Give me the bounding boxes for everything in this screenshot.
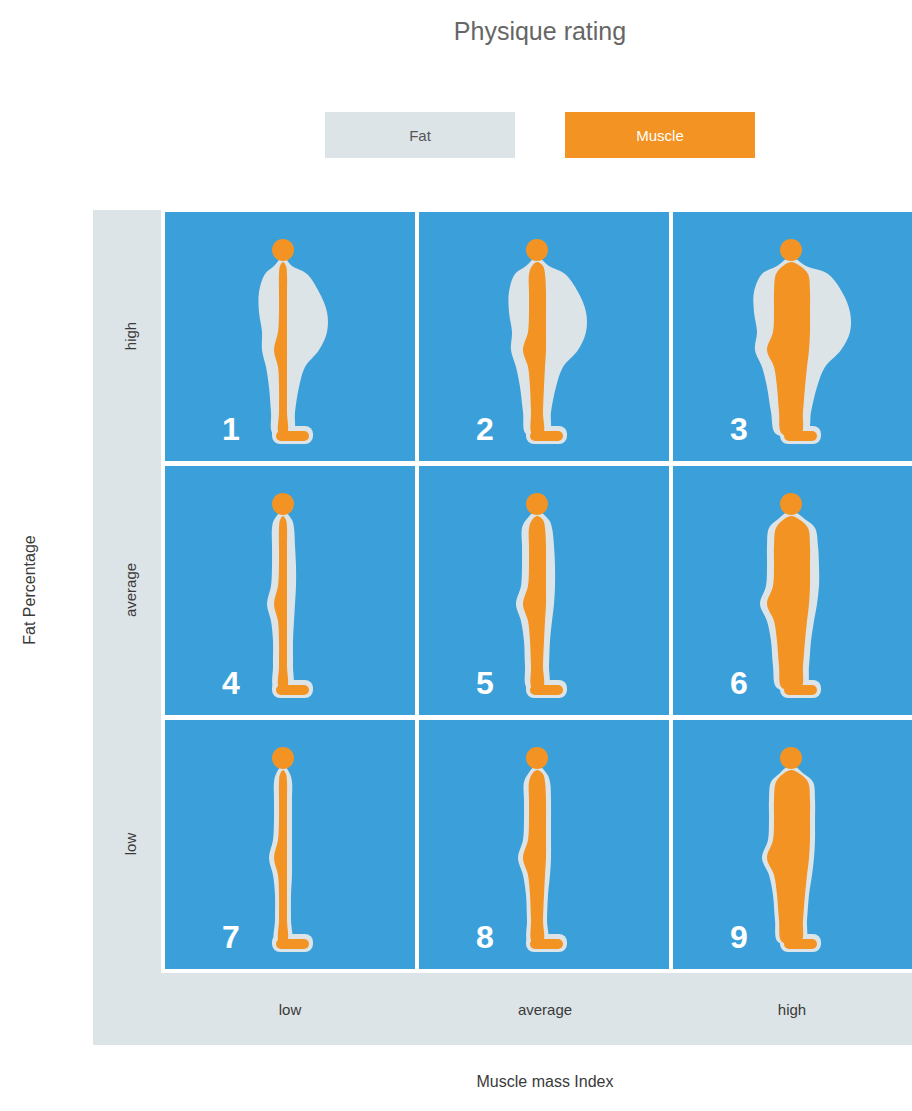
muscle-foot: [530, 431, 563, 441]
fat-outline: [762, 765, 815, 945]
axis-title: Fat Percentage: [21, 535, 39, 644]
label-wrap: average: [122, 563, 139, 617]
muscle-body: [767, 770, 810, 944]
muscle-foot: [276, 431, 309, 441]
rating-cell: 8: [419, 720, 669, 969]
fat-outline: [269, 765, 293, 944]
rating-cell: 1: [165, 212, 415, 461]
rating-cell: 4: [165, 466, 415, 715]
legend-label: Muscle: [636, 127, 684, 144]
fat-outline: [760, 511, 819, 691]
muscle-body: [767, 516, 810, 690]
muscle-body: [767, 262, 810, 436]
physique-figure: [673, 720, 912, 969]
muscle-body: [274, 262, 288, 435]
grid-frame: [161, 208, 912, 973]
label-wrap: high: [122, 322, 139, 350]
callout-number: 6: [730, 667, 748, 699]
figure-head: [780, 239, 802, 261]
figure-head: [526, 493, 548, 515]
label-wrap: high: [778, 1001, 806, 1018]
muscle-foot: [784, 939, 817, 949]
physique-figure: [165, 466, 415, 715]
column-label: low: [279, 1001, 302, 1018]
legend-label: Fat: [409, 127, 431, 144]
figure-head: [272, 747, 294, 769]
row-label: low: [122, 833, 139, 856]
callout-number: 1: [222, 413, 240, 445]
callout-number: 9: [730, 921, 748, 953]
callout-number: 5: [476, 667, 494, 699]
legend-swatch: Fat: [325, 112, 515, 158]
axis-title: Muscle mass Index: [477, 1073, 614, 1091]
muscle-foot: [784, 431, 817, 441]
physique-figure: [673, 212, 912, 461]
title-wrap: Physique rating: [454, 17, 626, 46]
muscle-foot: [530, 685, 563, 695]
label-wrap: Fat Percentage: [21, 535, 39, 644]
rating-cell: 9: [673, 720, 912, 969]
muscle-foot: [530, 939, 563, 949]
rating-cell: 5: [419, 466, 669, 715]
legend-swatch: Muscle: [565, 112, 755, 158]
rating-cell: 3: [673, 212, 912, 461]
column-label: high: [778, 1001, 806, 1018]
muscle-body: [523, 770, 546, 944]
fat-outline: [516, 511, 555, 691]
callout-number: 2: [476, 413, 494, 445]
physique-figure: [673, 466, 912, 715]
figure-head: [272, 239, 294, 261]
figure-head: [526, 747, 548, 769]
muscle-foot: [276, 685, 309, 695]
label-wrap: average: [518, 1001, 572, 1018]
label-wrap: Muscle mass Index: [477, 1073, 614, 1091]
label-wrap: low: [279, 1001, 302, 1018]
column-label: average: [518, 1001, 572, 1018]
physique-figure: [419, 212, 669, 461]
callout-number: 7: [222, 921, 240, 953]
row-label: high: [122, 322, 139, 350]
physique-figure: [419, 466, 669, 715]
figure-head: [526, 239, 548, 261]
grid-panel: [93, 210, 912, 1045]
rating-cell: 6: [673, 466, 912, 715]
figure-head: [780, 747, 802, 769]
fat-outline: [258, 257, 328, 437]
muscle-body: [274, 770, 288, 943]
muscle-body: [523, 262, 546, 436]
chart-title: Physique rating: [454, 17, 626, 46]
physique-figure: [419, 720, 669, 969]
fat-outline: [753, 257, 851, 437]
callout-number: 4: [222, 667, 240, 699]
fat-outline: [267, 511, 296, 690]
figure-head: [780, 493, 802, 515]
fat-outline: [508, 257, 587, 437]
rating-cell: 7: [165, 720, 415, 969]
muscle-body: [523, 516, 546, 690]
muscle-foot: [784, 685, 817, 695]
callout-number: 3: [730, 413, 748, 445]
muscle-body: [274, 516, 288, 689]
callout-number: 8: [476, 921, 494, 953]
rating-cell: 2: [419, 212, 669, 461]
row-label: average: [122, 563, 139, 617]
muscle-foot: [276, 939, 309, 949]
figure-head: [272, 493, 294, 515]
physique-figure: [165, 720, 415, 969]
physique-figure: [165, 212, 415, 461]
fat-outline: [518, 765, 551, 944]
label-wrap: low: [122, 833, 139, 856]
